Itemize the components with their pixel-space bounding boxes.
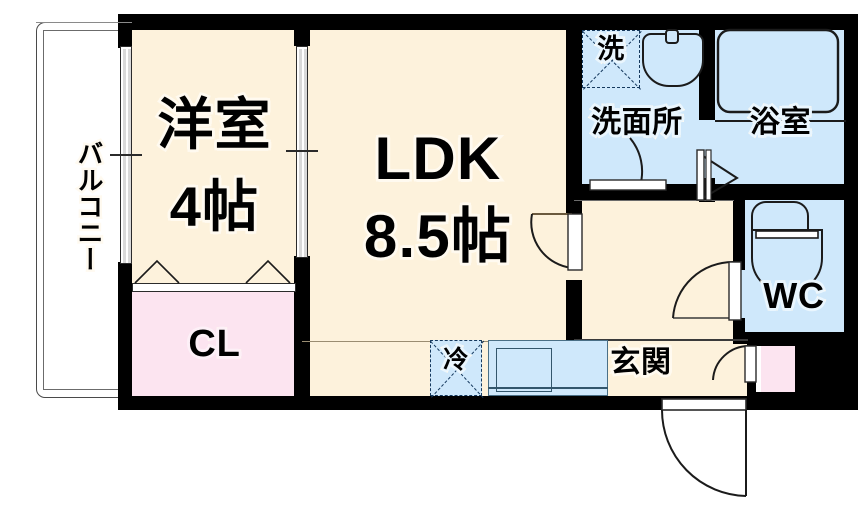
room-label-toilet: WC: [761, 275, 827, 316]
room-label-ldk: LDK: [372, 125, 503, 192]
wall-ldk-right-upper: [566, 14, 582, 214]
room-size-bedroom: 4帖: [167, 175, 260, 238]
room-hall: [574, 192, 741, 339]
room-closet: [127, 290, 302, 396]
wall-bedroom-ldk-top-stub: [294, 14, 310, 46]
room-bedroom: [127, 22, 302, 290]
appliance-label-refrigerator: 冷: [441, 345, 471, 375]
room-ldk: [302, 22, 574, 396]
bedroom-sliding-door[interactable]: [296, 46, 308, 258]
appliance-refrigerator-slot: [430, 340, 485, 398]
wall-entrance-shoebox-left: [747, 338, 756, 400]
fixture-shoe-box: [761, 345, 795, 395]
bedroom-sliding-door-handle-mark: [286, 150, 318, 152]
entrance-door: [661, 398, 747, 497]
wall-entrance-right-block: [795, 338, 851, 400]
appliance-label-washer: 洗: [595, 33, 627, 65]
wall-hall-toilet: [733, 192, 745, 270]
line-bathroom-split: [715, 120, 846, 122]
room-label-bedroom: 洋室: [155, 93, 273, 156]
balcony-window-handle-mark: [110, 154, 142, 156]
wall-exterior-right: [844, 14, 858, 410]
wall-bathroom-hall: [715, 184, 858, 200]
room-label-closet: CL: [186, 322, 242, 365]
line-bedroom-top-inner: [36, 22, 132, 23]
line-hall-entrance: [574, 339, 748, 341]
wall-entrance-shoebox-bottom: [747, 392, 851, 402]
wall-exterior-bottom-left: [118, 396, 308, 410]
room-label-entrance: 玄関: [608, 345, 674, 380]
wall-exterior-top: [118, 14, 574, 30]
fixture-kitchen-counter-edge: [488, 387, 608, 389]
room-label-balcony: バルコニー: [72, 138, 107, 276]
closet-folding-door-track[interactable]: [132, 283, 296, 292]
wall-washroom-bathroom-top: [699, 14, 715, 120]
line-hall-top: [574, 200, 734, 201]
wall-exterior-bottom-ldk: [294, 396, 582, 410]
appliance-washer-slot: [582, 30, 642, 90]
wall-bedroom-ldk-bottom-stub: [294, 256, 310, 404]
room-label-washroom: 洗面所: [589, 105, 685, 140]
room-label-bathroom: 浴室: [747, 105, 813, 140]
fixture-kitchen-sink-basin: [496, 348, 552, 392]
room-size-ldk: 8.5帖: [361, 203, 513, 270]
wall-exterior-left-upper: [118, 14, 132, 48]
room-toilet: [741, 192, 847, 339]
wall-exterior-left-lower: [118, 262, 132, 404]
wall-entrance-shoebox-top: [747, 338, 851, 346]
